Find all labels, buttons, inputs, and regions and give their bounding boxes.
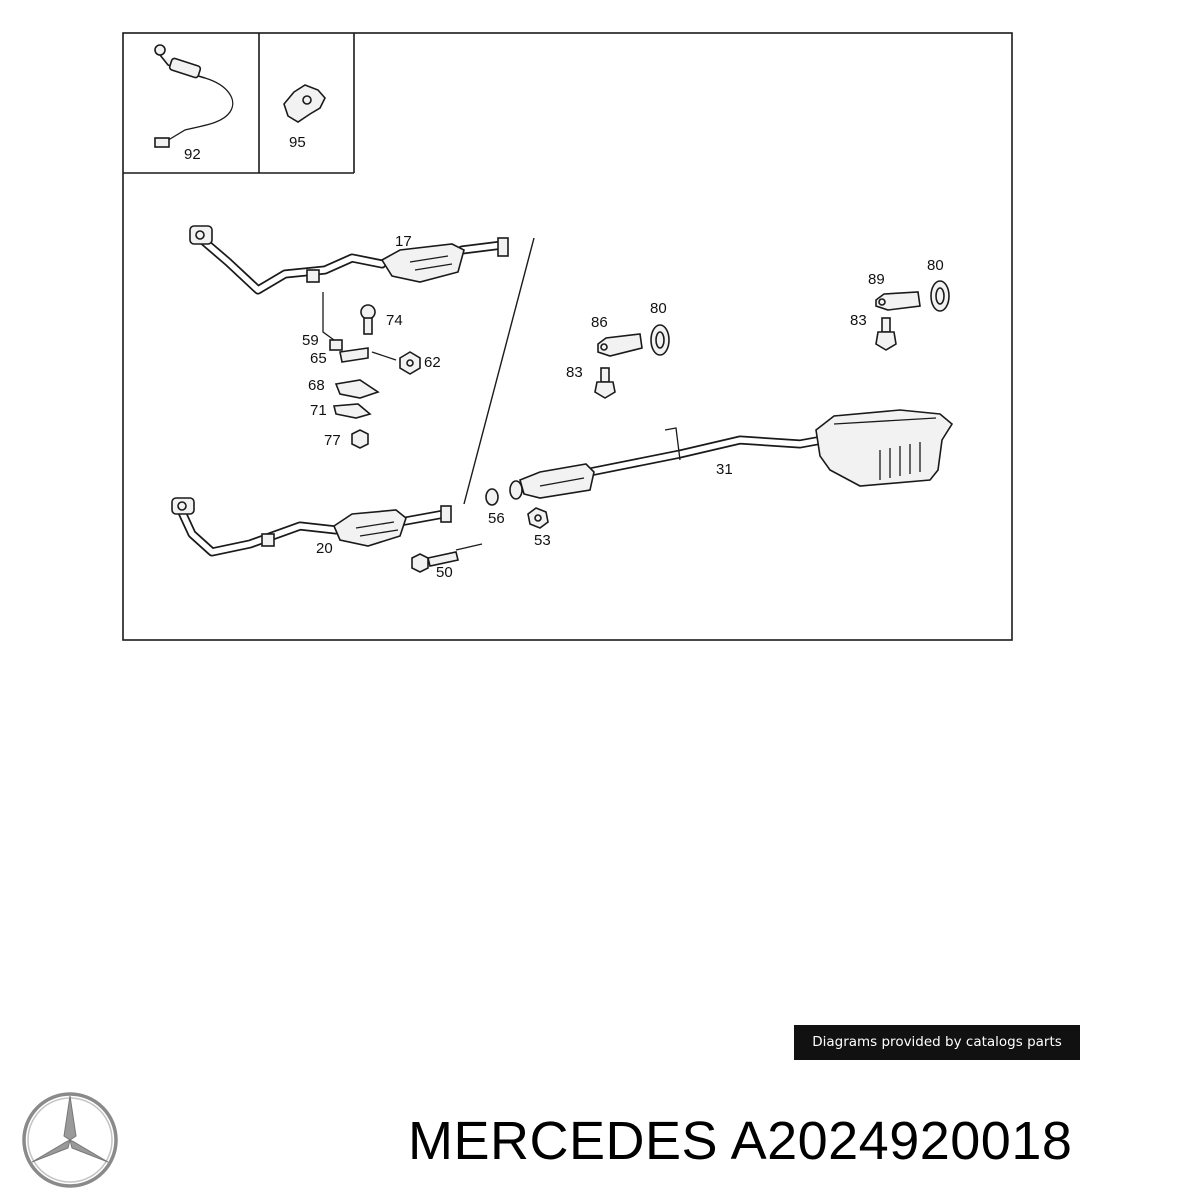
- rear-hanger-parts: [875, 280, 950, 351]
- callout-50: 50: [436, 564, 453, 581]
- callout-71: 71: [310, 402, 327, 419]
- assembly-leader-line: [463, 237, 535, 505]
- callout-74: 74: [386, 312, 403, 329]
- front-hanger-parts: [594, 324, 670, 399]
- upper-exhaust-pipe-part: [189, 225, 509, 295]
- callout-68: 68: [308, 377, 325, 394]
- callout-65: 65: [310, 350, 327, 367]
- callout-80a: 80: [650, 300, 667, 317]
- callout-53: 53: [534, 532, 551, 549]
- callout-86: 86: [591, 314, 608, 331]
- callout-59: 59: [302, 332, 319, 349]
- diagram-credit-badge: Diagrams provided by catalogs parts: [794, 1025, 1080, 1060]
- callout-17: 17: [395, 233, 412, 250]
- oxygen-sensor-part: [154, 44, 234, 148]
- mercedes-star-icon: [22, 1092, 118, 1188]
- part-number-caption: MERCEDES A2024920018: [408, 1111, 1073, 1171]
- callout-92: 92: [184, 146, 201, 163]
- lower-exhaust-pipe-part: [171, 497, 452, 557]
- callout-77: 77: [324, 432, 341, 449]
- seal-and-nut-parts: [485, 488, 549, 529]
- callout-62: 62: [424, 354, 441, 371]
- callout-83a: 83: [566, 364, 583, 381]
- callout-20: 20: [316, 540, 333, 557]
- callout-89: 89: [868, 271, 885, 288]
- callout-31: 31: [716, 461, 733, 478]
- mounting-hardware-parts: [322, 292, 421, 449]
- clip-part: [283, 84, 326, 123]
- inset-boxes: [123, 33, 355, 174]
- callout-56: 56: [488, 510, 505, 527]
- diagram-frame: [122, 32, 1013, 641]
- callout-95: 95: [289, 134, 306, 151]
- muffler-assembly-part: [509, 409, 954, 500]
- callout-83b: 83: [850, 312, 867, 329]
- callout-80b: 80: [927, 257, 944, 274]
- bolt-part: [411, 543, 483, 573]
